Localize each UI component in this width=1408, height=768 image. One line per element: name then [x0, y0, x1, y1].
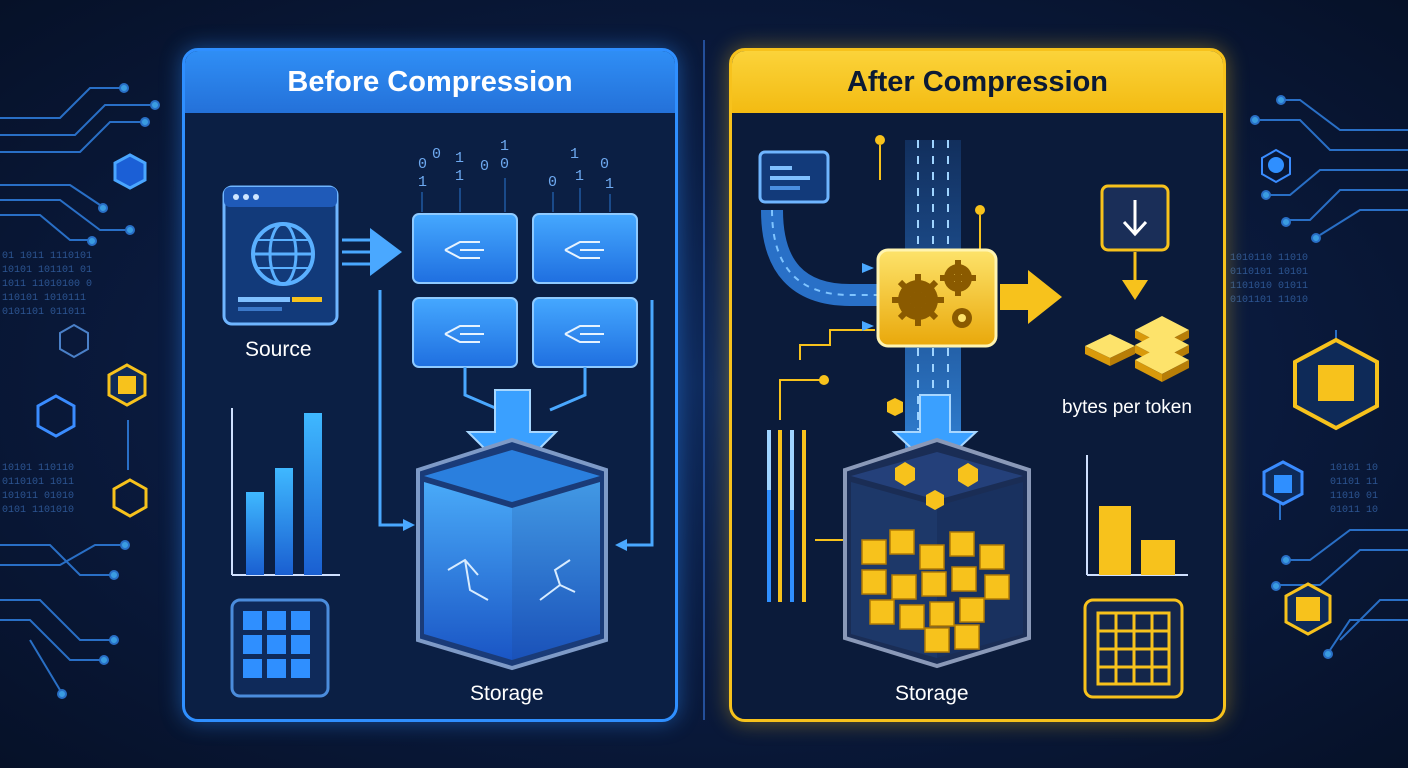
svg-text:0101101 11010: 0101101 11010	[1230, 295, 1308, 306]
svg-text:1: 1	[418, 174, 427, 191]
svg-text:1010110 11010: 1010110 11010	[1230, 253, 1308, 264]
after-panel-title: After Compression	[732, 51, 1223, 113]
svg-text:0101 1101010: 0101 1101010	[2, 505, 74, 516]
svg-text:0: 0	[548, 174, 557, 191]
source-arrow	[342, 228, 402, 276]
svg-text:1: 1	[455, 150, 464, 167]
grid-icon-after	[1083, 598, 1184, 699]
svg-text:1011 11010100 0: 1011 11010100 0	[2, 279, 92, 290]
storage-label-after: Storage	[895, 682, 969, 705]
svg-text:0: 0	[500, 156, 509, 173]
svg-text:10101 10: 10101 10	[1330, 463, 1378, 474]
svg-text:11010 01: 11010 01	[1330, 491, 1378, 502]
side-binary: 01 1011 1110101	[2, 251, 92, 262]
svg-text:10101 101101 01: 10101 101101 01	[2, 265, 92, 276]
bar-chart-after	[1086, 455, 1188, 576]
storage-cube-after	[843, 437, 1031, 669]
download-icon	[1100, 184, 1170, 300]
svg-text:1: 1	[575, 168, 584, 185]
binary-stream: 0 1 0 1 1 0 1 0 0 1 1 0 1	[418, 138, 614, 193]
document-icon	[758, 150, 830, 204]
svg-text:110101 1010111: 110101 1010111	[2, 293, 86, 304]
output-arrow	[1000, 270, 1062, 324]
svg-text:1: 1	[605, 176, 614, 193]
data-stripe-bars	[767, 430, 806, 602]
token-layer-stack	[1085, 316, 1189, 382]
svg-text:0110101 1011: 0110101 1011	[2, 477, 74, 488]
source-label: Source	[245, 338, 312, 361]
svg-text:0: 0	[432, 146, 441, 163]
grid-icon-before	[230, 598, 330, 698]
svg-text:0101101 011011: 0101101 011011	[2, 307, 86, 318]
bar-chart-before	[231, 408, 340, 576]
data-stream-curve	[761, 209, 885, 306]
svg-text:0: 0	[480, 158, 489, 175]
svg-text:01011 10: 01011 10	[1330, 505, 1378, 516]
svg-text:1: 1	[570, 146, 579, 163]
svg-text:1101010 01011: 1101010 01011	[1230, 281, 1308, 292]
storage-label-before: Storage	[470, 682, 544, 705]
storage-cube-before	[416, 437, 608, 671]
svg-text:0: 0	[418, 156, 427, 173]
svg-text:0: 0	[600, 156, 609, 173]
before-panel-title: Before Compression	[185, 51, 675, 113]
data-block-tiles	[412, 213, 638, 368]
svg-text:0110101 10101: 0110101 10101	[1230, 267, 1308, 278]
svg-text:1: 1	[455, 168, 464, 185]
svg-text:01101 11: 01101 11	[1330, 477, 1378, 488]
source-browser-icon	[222, 185, 339, 326]
center-divider	[703, 40, 705, 720]
svg-text:10101 110110: 10101 110110	[2, 463, 74, 474]
svg-text:1: 1	[500, 138, 509, 155]
compression-gear-processor	[876, 248, 998, 348]
svg-text:101011 01010: 101011 01010	[2, 491, 74, 502]
bytes-per-token-label: bytes per token	[1062, 397, 1192, 418]
